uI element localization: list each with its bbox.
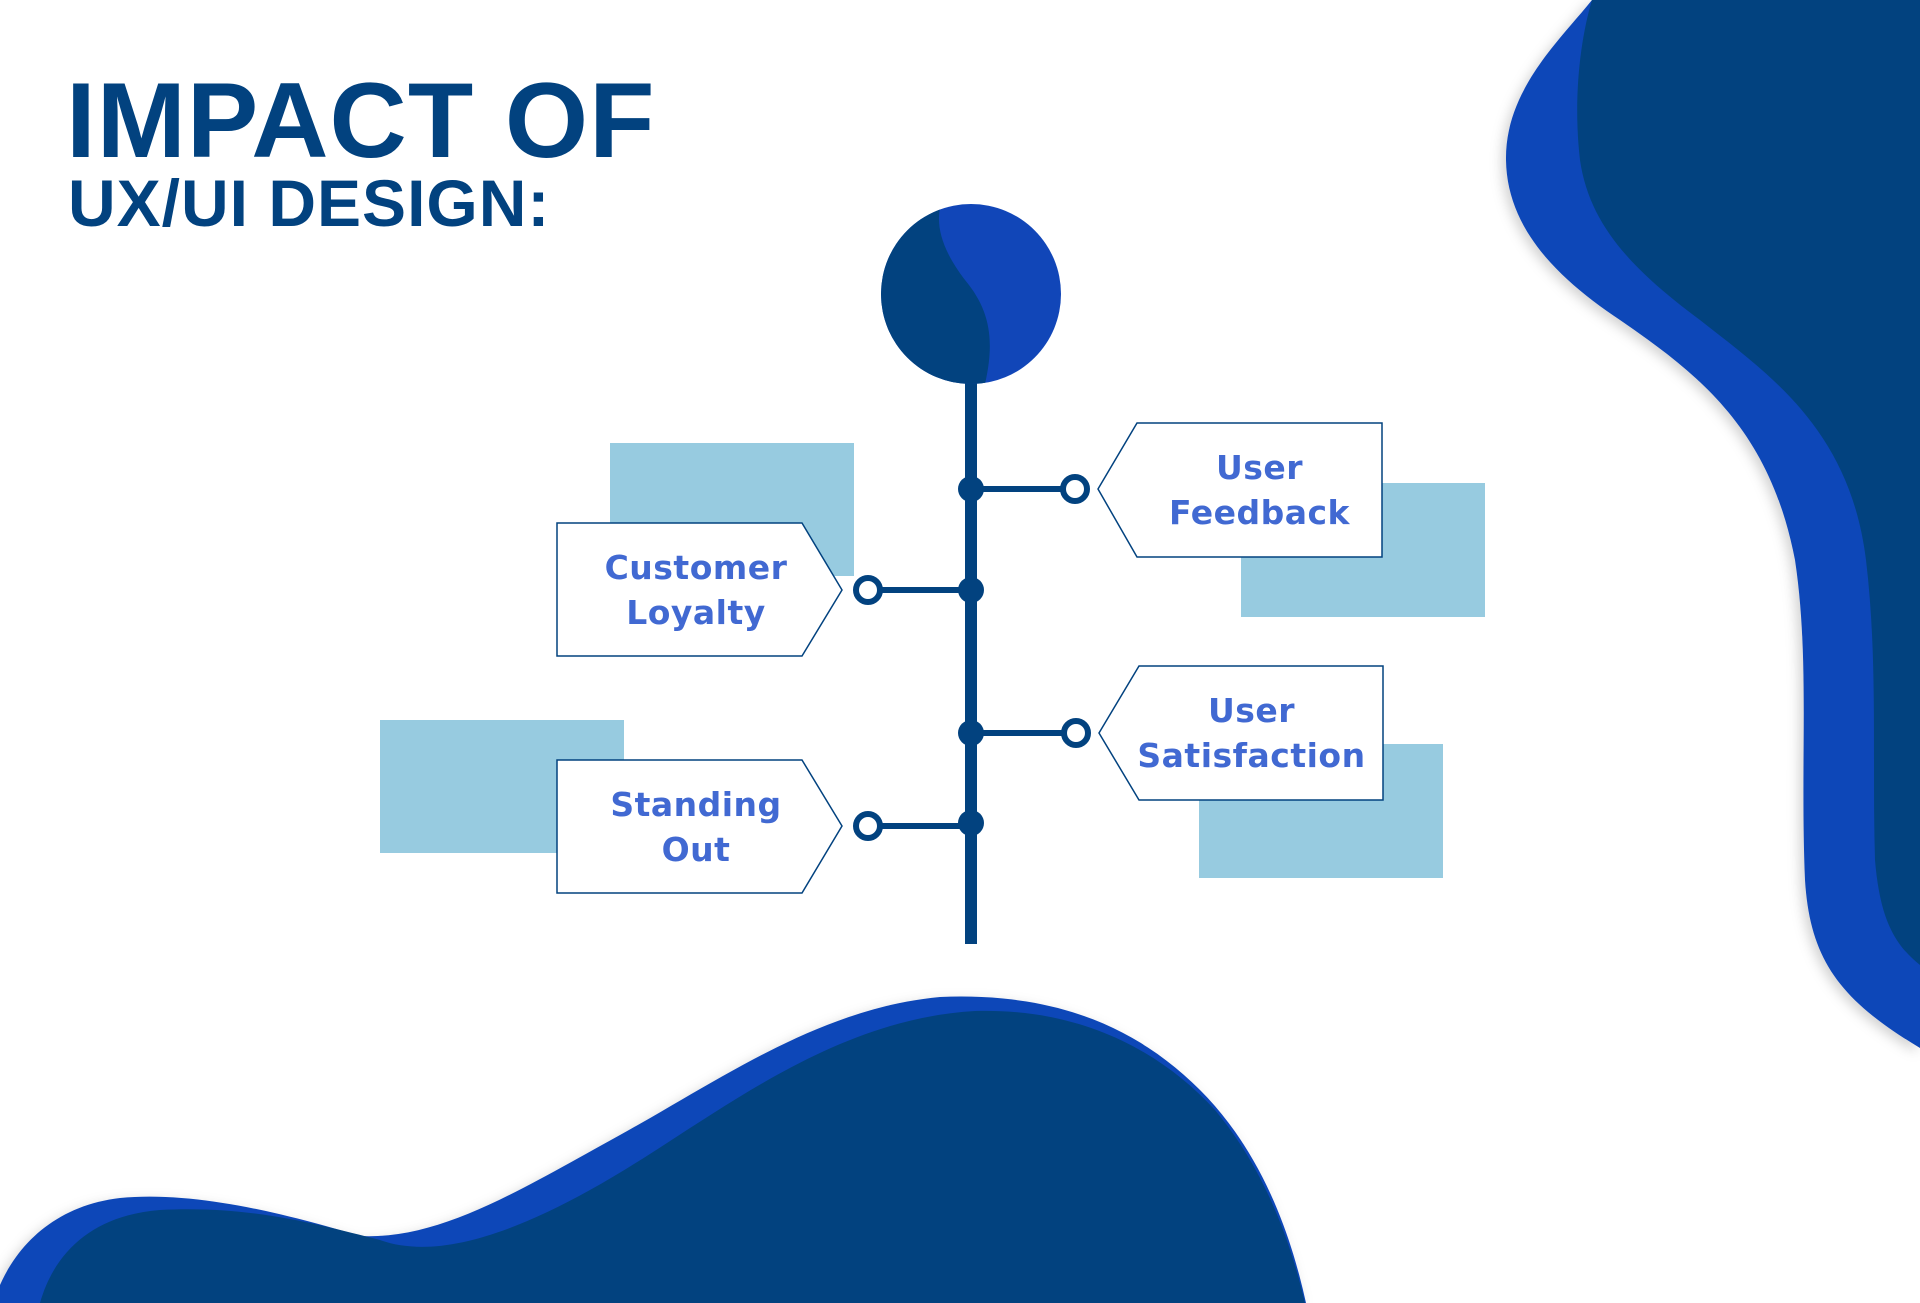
branch-label-line: User [1215,448,1304,487]
tag-user-feedback [1097,422,1383,558]
branch-label-user-feedback: User Feedback [1137,423,1382,557]
branch-label-user-satisfaction: User Satisfaction [1110,666,1393,800]
stem-line [965,370,977,944]
branch-label-line: Out [661,829,731,869]
tag-customer-loyalty [556,522,843,657]
branch-label-line: Satisfaction [1137,736,1366,775]
title-line-2: UX/UI DESIGN: [68,166,551,240]
branch-label-line: Loyalty [626,592,766,632]
branch-label-line: Customer [604,547,788,587]
branch-label-line: User [1207,691,1296,730]
page-title: IMPACT OF UX/UI DESIGN: [66,64,656,236]
branch-label-customer-loyalty: Customer Loyalty [557,523,835,656]
tag-standing-out [556,759,843,894]
tag-user-satisfaction [1098,665,1384,801]
right-wave-inner [1577,0,1920,965]
branch-connectors [853,474,1091,841]
right-wave-decoration [1505,0,1920,1048]
split-circle-icon [881,204,1061,384]
bottom-wave-decoration [0,996,1306,1303]
bottom-wave-inner [40,1010,1305,1303]
branch-label-line: Standing [610,784,782,824]
branch-label-standing-out: Standing Out [557,760,835,893]
tag-shapes [556,422,1384,894]
tree-stem [881,204,1061,944]
title-line-1: IMPACT OF [66,60,656,180]
branch-label-line: Feedback [1169,493,1350,532]
